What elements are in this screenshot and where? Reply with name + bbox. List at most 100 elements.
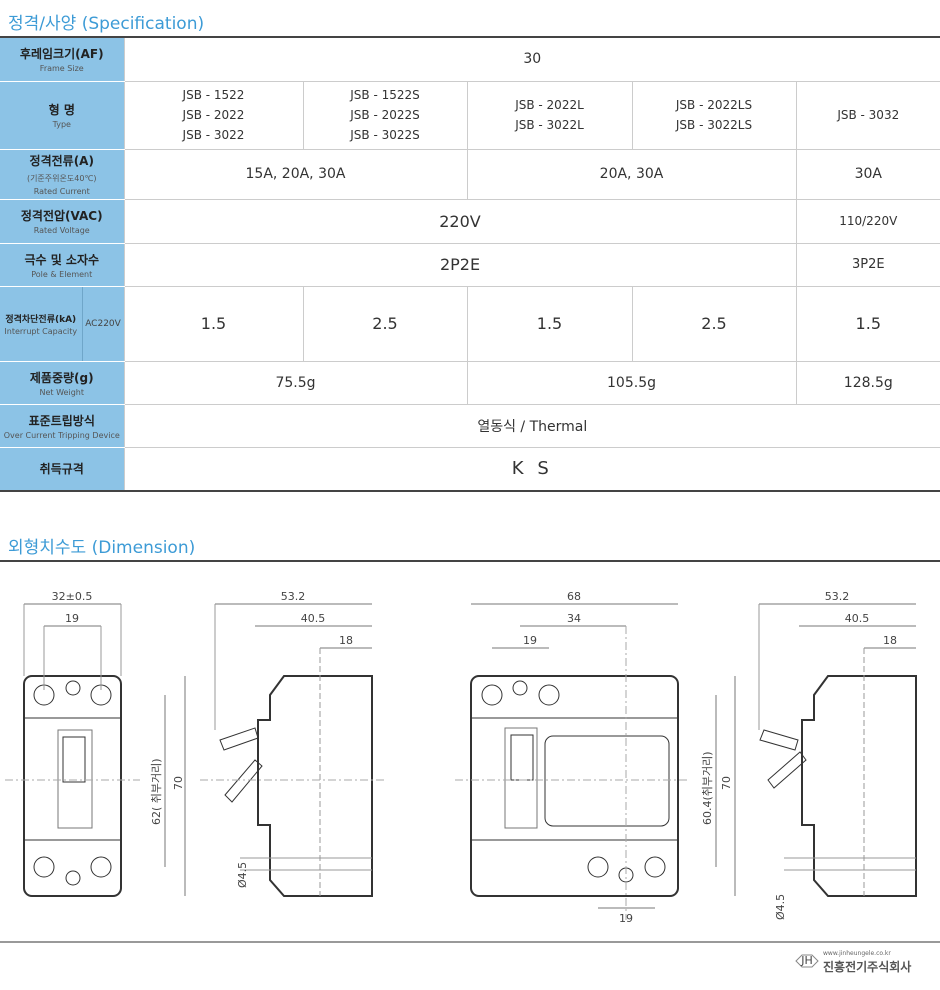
label-en: Interrupt Capacity (4, 326, 78, 336)
label-ko: 극수 및 소자수 (24, 252, 100, 267)
row-voltage: 정격전압(VAC) Rated Voltage 220V 110/220V (0, 199, 940, 244)
header-voltage: 정격전압(VAC) Rated Voltage (0, 199, 124, 244)
type-value: JSB - 3022LS (675, 118, 753, 132)
type-cell: JSB - 2022L JSB - 3022L (466, 81, 632, 150)
header-frame-size: 후레임크기(AF) Frame Size (0, 36, 124, 82)
dim-depth: 53.2 (825, 590, 850, 603)
type-value: JSB - 2022L (515, 98, 584, 112)
current-value: 15A, 20A, 30A (123, 149, 467, 200)
label-en: Frame Size (39, 64, 84, 74)
weight-value: 128.5g (795, 361, 940, 405)
label-sub: (기준주위온도40℃) (26, 174, 97, 183)
interrupt-value: 1.5 (795, 286, 940, 362)
row-frame-size: 후레임크기(AF) Frame Size 30 (0, 36, 940, 82)
table-bottom-border (0, 490, 940, 492)
pole-value: 3P2E (795, 243, 940, 287)
type-value: JSB - 1522S (350, 88, 420, 102)
company-url: www.jinheungele.co.kr (823, 950, 891, 957)
dim-depth-3: 18 (339, 634, 353, 647)
interrupt-value: 1.5 (466, 286, 632, 362)
row-trip: 표준트립방식 Over Current Tripping Device 열동식 /… (0, 404, 940, 448)
frame-size-value: 30 (123, 36, 940, 82)
row-current: 정격전류(A) (기준주위온도40℃) Rated Current 15A, 20A… (0, 149, 940, 200)
label-en: Net Weight (39, 387, 84, 397)
dim-hole: Ø4.5 (236, 862, 249, 888)
label-en: Rated Voltage (33, 226, 90, 235)
dim-pitch: 19 (65, 612, 79, 625)
header-weight: 제품중량(g) Net Weight (0, 361, 124, 405)
front-view-3p (455, 603, 736, 920)
dim-depth-2: 40.5 (301, 612, 326, 625)
type-value: JSB - 2022S (350, 108, 420, 122)
voltage-value: 110/220V (795, 199, 940, 244)
row-weight: 제품중량(g)Net Weight 75.5g 105.5g 128.5g (0, 361, 940, 405)
type-cell: JSB - 3032 (795, 81, 940, 150)
type-cell: JSB - 2022LS JSB - 3022LS (631, 81, 796, 150)
interrupt-value: 2.5 (631, 286, 796, 362)
dim-height: 70 (720, 776, 733, 790)
cert-value: K S (123, 447, 940, 491)
dim-pitch: 19 (523, 634, 537, 647)
current-value: 30A (795, 149, 940, 200)
dimension-divider (0, 560, 940, 562)
side-view-3p (758, 603, 917, 897)
logo-text: JH (800, 954, 813, 967)
label-ko: 표준트립방식 (28, 413, 95, 428)
dimension-drawings: 32±0.5 19 62( 취부거리) 70 53.2 40.5 18 Ø4.5… (5, 590, 917, 925)
dim-mount: 62( 취부거리) (150, 758, 163, 825)
label-ko: 정격차단전류(kA) (5, 314, 77, 325)
type-value: JSB - 2022LS (675, 98, 753, 112)
trip-value: 열동식 / Thermal (123, 404, 940, 448)
interrupt-voltage: AC220V (81, 286, 124, 362)
dim-width-half: 34 (567, 612, 581, 625)
label-ko: 제품중량(g) (29, 370, 94, 385)
company-name: 진흥전기주식회사 (823, 960, 912, 974)
label-ko: 정격전압(VAC) (20, 209, 103, 223)
dim-mount: 60.4(취부거리) (701, 751, 714, 825)
label-ko: 정격전류(A) (29, 154, 94, 168)
type-value: JSB - 3022S (350, 128, 420, 142)
dim-width: 32±0.5 (52, 590, 93, 603)
dim-height: 70 (172, 776, 185, 790)
front-view-2p (5, 603, 186, 897)
header-current: 정격전류(A) (기준주위온도40℃) Rated Current (0, 149, 124, 200)
dim-pitch-bottom: 19 (619, 912, 633, 925)
current-value: 20A, 30A (466, 149, 796, 200)
weight-value: 75.5g (123, 361, 467, 405)
dim-hole: Ø4.5 (774, 894, 787, 920)
dim-width: 68 (567, 590, 581, 603)
footer-divider (0, 941, 940, 943)
header-interrupt: 정격차단전류(kA)Interrupt Capacity (0, 286, 82, 362)
row-interrupt: 정격차단전류(kA)Interrupt Capacity AC220V 1.5 … (0, 286, 940, 362)
header-pole: 극수 및 소자수 Pole & Element (0, 243, 124, 287)
dimension-title: 외형치수도 (Dimension) (8, 538, 196, 558)
side-view-2p (200, 603, 385, 897)
type-value: JSB - 3022 (182, 128, 245, 142)
type-value: JSB - 3032 (837, 108, 900, 122)
type-value: JSB - 1522 (182, 88, 245, 102)
voltage-value: 220V (123, 199, 796, 244)
row-pole: 극수 및 소자수 Pole & Element 2P2E 3P2E (0, 243, 940, 287)
label-en: Pole & Element (31, 269, 93, 279)
label-ko: 후레임크기(AF) (19, 47, 104, 62)
interrupt-value: 2.5 (302, 286, 467, 362)
type-cell: JSB - 1522S JSB - 2022S JSB - 3022S (302, 81, 467, 150)
dim-depth: 53.2 (281, 590, 306, 603)
row-cert: 취득규격 K S (0, 447, 940, 491)
pole-value: 2P2E (123, 243, 796, 287)
jh-logo-icon: JH (795, 954, 819, 968)
header-cert: 취득규격 (0, 447, 124, 491)
type-value: JSB - 3022L (515, 118, 584, 132)
type-value: JSB - 2022 (182, 108, 245, 122)
interrupt-value: 1.5 (123, 286, 303, 362)
dim-depth-2: 40.5 (845, 612, 870, 625)
label-ko: 형 명 (48, 103, 75, 117)
label-en: Over Current Tripping Device (3, 430, 120, 440)
label-ko: 취득규격 (39, 462, 84, 476)
header-trip: 표준트립방식 Over Current Tripping Device (0, 404, 124, 448)
label-en: Rated Current (33, 187, 90, 196)
